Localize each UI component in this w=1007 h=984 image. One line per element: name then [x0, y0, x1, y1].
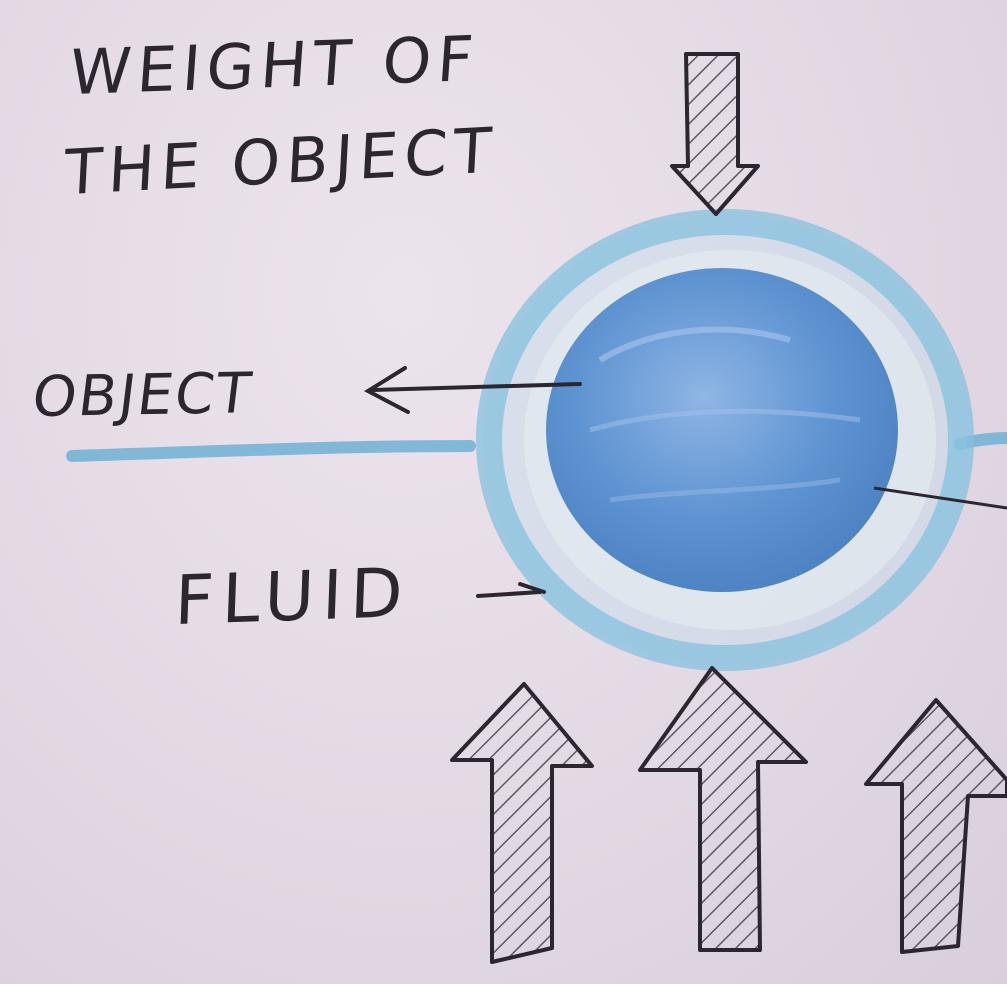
fluid-label: FLUID — [173, 553, 412, 642]
weight-of-label: WEIGHT OF — [67, 21, 482, 110]
up-arrow-icon — [450, 682, 594, 964]
up-arrow-icon — [638, 666, 808, 952]
right-pointer-line — [873, 486, 1007, 510]
object-label: OBJECT — [28, 361, 257, 431]
fluid-pointer-line — [476, 582, 546, 598]
up-arrow-icon — [864, 698, 1007, 954]
object-pointer-arrow — [363, 366, 582, 414]
down-arrow-icon — [670, 52, 760, 216]
fluid-surface-line-left — [66, 440, 476, 462]
object-sphere — [546, 268, 898, 592]
